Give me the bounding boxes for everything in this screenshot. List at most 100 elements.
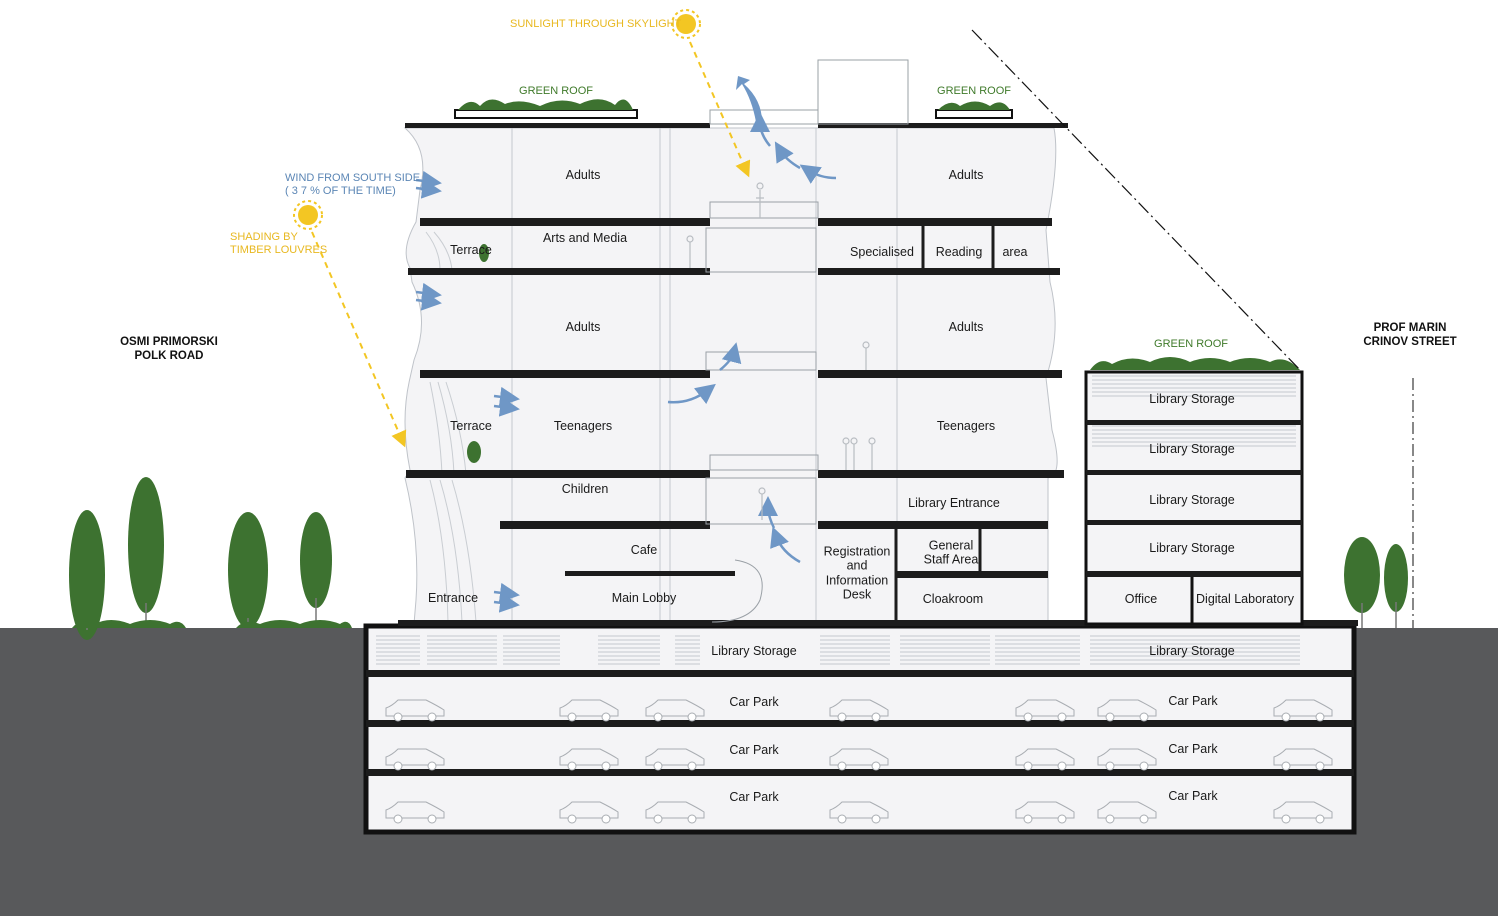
street-right: PROF MARIN CRINOV STREET — [1363, 322, 1456, 350]
room-basement-storage-main: Library Storage — [711, 643, 797, 658]
room-digital-lab: Digital Laboratory — [1196, 591, 1294, 606]
sunlight-ray-skylight — [689, 41, 751, 178]
car-icon — [1097, 748, 1157, 766]
car-wheel — [687, 761, 697, 771]
street-left: OSMI PRIMORSKI POLK ROAD — [120, 336, 218, 364]
car-icon — [385, 748, 445, 766]
car-wheel — [1023, 712, 1033, 722]
car-wheel — [1105, 814, 1115, 824]
car-wheel — [427, 814, 437, 824]
partitions — [894, 226, 995, 624]
car-wheel — [1139, 814, 1149, 824]
tree-canopy — [1384, 544, 1408, 612]
room-registration-desk: Registration and Information Desk — [824, 544, 891, 602]
registration-line1: Registration — [823, 544, 891, 559]
room-annex-storage-1: Library Storage — [1149, 391, 1235, 406]
car-wheel — [1281, 761, 1291, 771]
room-entrance: Entrance — [427, 590, 479, 605]
car-wheel — [1023, 761, 1033, 771]
basement-slabs — [366, 670, 1354, 776]
car-wheel — [601, 814, 611, 824]
registration-line4: Desk — [842, 587, 872, 602]
car-icon — [559, 748, 619, 766]
room-arts-media: Arts and Media — [542, 230, 628, 245]
room-specialised: Specialised — [850, 244, 914, 259]
wind-annotation-line1: WIND FROM SOUTH SIDE — [285, 172, 421, 184]
car-wheel — [871, 712, 881, 722]
wind-annotation-line2: ( 3 7 % OF THE TIME) — [285, 185, 396, 197]
room-cafe: Cafe — [630, 542, 658, 557]
stair-void — [705, 59, 909, 623]
car-wheel — [837, 814, 847, 824]
green-roof-label-right: GREEN ROOF — [937, 85, 1011, 97]
car-wheel — [1023, 814, 1033, 824]
car-wheel — [1057, 761, 1067, 771]
car-icon — [1273, 699, 1333, 717]
car-wheel — [427, 712, 437, 722]
sun-icon-left — [293, 200, 323, 230]
room-adults-top-right: Adults — [948, 167, 984, 182]
car-wheel — [567, 712, 577, 722]
car-icon — [385, 699, 445, 717]
room-children: Children — [561, 481, 609, 496]
car-icon — [385, 801, 445, 819]
room-annex-storage-3: Library Storage — [1149, 492, 1235, 507]
car-wheel — [837, 712, 847, 722]
car-icon — [1273, 748, 1333, 766]
annex-building — [1084, 370, 1304, 626]
main-building-body — [403, 127, 1058, 625]
floor-slabs — [398, 123, 1358, 626]
room-car-park-1-annex: Car Park — [1168, 693, 1218, 708]
room-cloakroom: Cloakroom — [922, 591, 984, 606]
car-wheel — [567, 761, 577, 771]
car-wheel — [1057, 814, 1067, 824]
shading-annotation-line2: TIMBER LOUVRES — [230, 244, 328, 256]
car-wheel — [427, 761, 437, 771]
car-wheel — [837, 761, 847, 771]
room-general-staff-area: General Staff Area — [924, 539, 979, 568]
room-car-park-3-annex: Car Park — [1168, 788, 1218, 803]
green-roof-label-left: GREEN ROOF — [519, 85, 593, 97]
green-roofs — [454, 99, 1300, 370]
room-car-park-1-main: Car Park — [729, 694, 779, 709]
tree-canopy — [300, 512, 332, 608]
car-wheel — [1315, 814, 1325, 824]
car-wheel — [871, 761, 881, 771]
sun-icon-top — [671, 9, 701, 39]
cars — [385, 699, 1333, 824]
timber-louvres — [425, 231, 477, 623]
car-icon — [645, 801, 705, 819]
car-wheel — [653, 761, 663, 771]
car-wheel — [1281, 814, 1291, 824]
room-library-entrance: Library Entrance — [908, 495, 1000, 510]
tree-canopy — [1344, 537, 1380, 613]
general-staff-line2: Staff Area — [923, 553, 979, 567]
room-area: area — [1002, 244, 1028, 259]
wind-arrows — [415, 112, 837, 613]
car-wheel — [601, 712, 611, 722]
green-roof-label-annex: GREEN ROOF — [1154, 338, 1228, 350]
room-office: Office — [1124, 591, 1158, 606]
street-right-line2: CRINOV STREET — [1363, 336, 1457, 348]
room-annex-storage-4: Library Storage — [1149, 540, 1235, 555]
car-wheel — [687, 814, 697, 824]
room-annex-storage-2: Library Storage — [1149, 441, 1235, 456]
car-icon — [1097, 801, 1157, 819]
room-adults-mid-right: Adults — [948, 319, 984, 334]
room-car-park-2-main: Car Park — [729, 742, 779, 757]
room-basement-storage-annex: Library Storage — [1149, 643, 1235, 658]
car-wheel — [1315, 761, 1325, 771]
car-icon — [1015, 748, 1075, 766]
street-left-line2: POLK ROAD — [134, 350, 204, 362]
car-icon — [645, 748, 705, 766]
car-icon — [645, 699, 705, 717]
street-left-line1: OSMI PRIMORSKI — [120, 336, 218, 349]
car-icon — [559, 699, 619, 717]
car-wheel — [1105, 761, 1115, 771]
hedges — [72, 620, 352, 628]
storage-shelving — [376, 375, 1300, 665]
tree-canopy — [69, 510, 105, 640]
car-wheel — [871, 814, 881, 824]
tree-canopy — [128, 477, 164, 613]
